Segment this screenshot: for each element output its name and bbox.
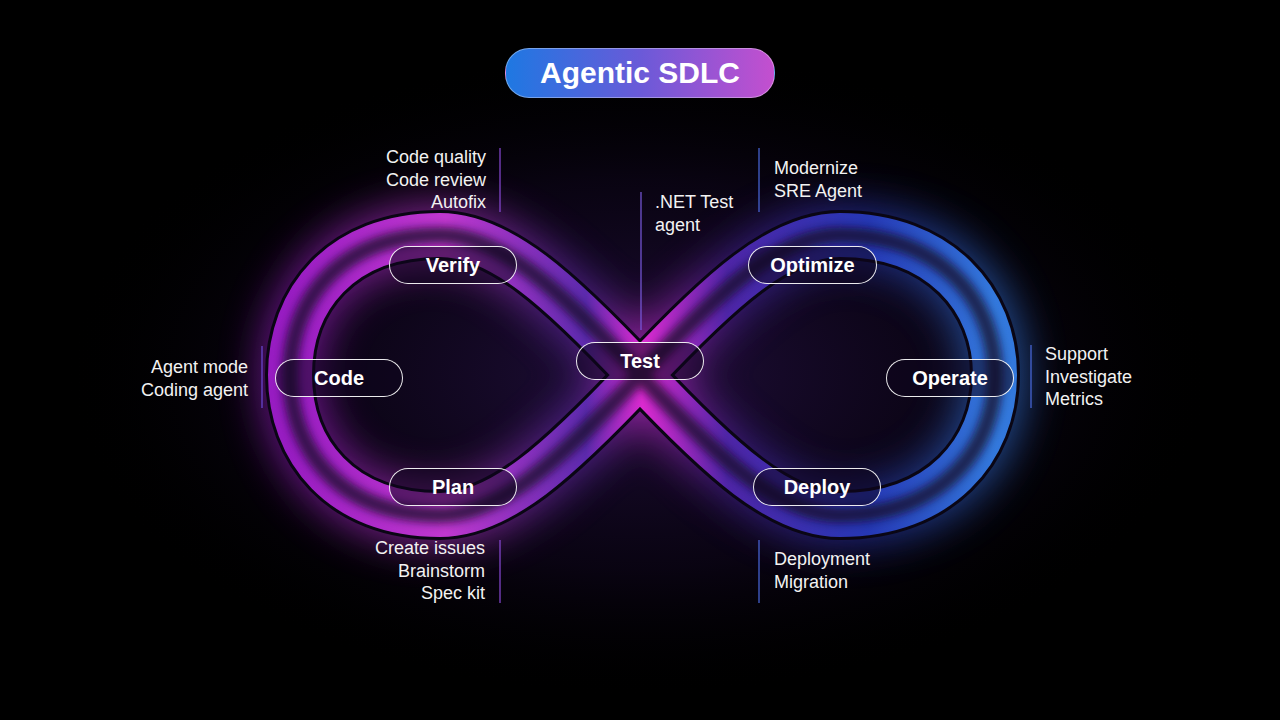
annotation-text: SRE Agent	[774, 180, 862, 203]
stage-pill: Verify	[389, 246, 517, 284]
stage-pill: Optimize	[748, 246, 877, 284]
leader-line	[640, 192, 641, 330]
annotation-text: Deployment	[774, 548, 870, 571]
annotation-text: Support	[1045, 343, 1132, 366]
stage-pill: Test	[576, 342, 704, 380]
annotation-text: Coding agent	[141, 379, 248, 402]
annotation-text: Code quality	[386, 146, 486, 169]
annotation-text: Modernize	[774, 157, 862, 180]
stage-pill: Operate	[886, 359, 1014, 397]
annotation-group: Agent modeCoding agent	[141, 356, 248, 401]
stage-label: Test	[620, 349, 660, 373]
annotation-text: Spec kit	[375, 582, 485, 605]
stage-label: Deploy	[784, 475, 851, 499]
annotation-text: Brainstorm	[375, 560, 485, 583]
stage-pill: Code	[275, 359, 403, 397]
annotation-group: Code qualityCode reviewAutofix	[386, 146, 486, 214]
annotation-group: ModernizeSRE Agent	[774, 157, 862, 202]
annotation-text: Create issues	[375, 537, 485, 560]
leader-line	[1030, 345, 1031, 408]
leader-line	[499, 540, 500, 603]
stage-label: Operate	[912, 366, 988, 390]
annotation-text: Metrics	[1045, 388, 1132, 411]
leader-line	[758, 148, 759, 212]
annotation-text: Agent mode	[141, 356, 248, 379]
annotation-group: Create issuesBrainstormSpec kit	[375, 537, 485, 605]
title-pill: Agentic SDLC	[505, 48, 775, 98]
annotation-text: Code review	[386, 169, 486, 192]
annotation-text: Migration	[774, 571, 870, 594]
stage-label: Verify	[426, 253, 480, 277]
leader-line	[758, 540, 759, 603]
stage-label: Plan	[432, 475, 474, 499]
stage-pill: Deploy	[753, 468, 881, 506]
leader-line	[261, 346, 262, 408]
leader-line	[499, 148, 500, 212]
annotation-group: SupportInvestigateMetrics	[1045, 343, 1132, 411]
stage-label: Optimize	[770, 253, 854, 277]
stage-label: Code	[314, 366, 364, 390]
stage-pill: Plan	[389, 468, 517, 506]
annotation-group: .NET Test agent	[655, 191, 735, 236]
annotation-text: Investigate	[1045, 366, 1132, 389]
annotation-text: .NET Test agent	[655, 191, 735, 236]
leader-lines	[262, 148, 1031, 603]
annotation-text: Autofix	[386, 191, 486, 214]
annotation-group: DeploymentMigration	[774, 548, 870, 593]
